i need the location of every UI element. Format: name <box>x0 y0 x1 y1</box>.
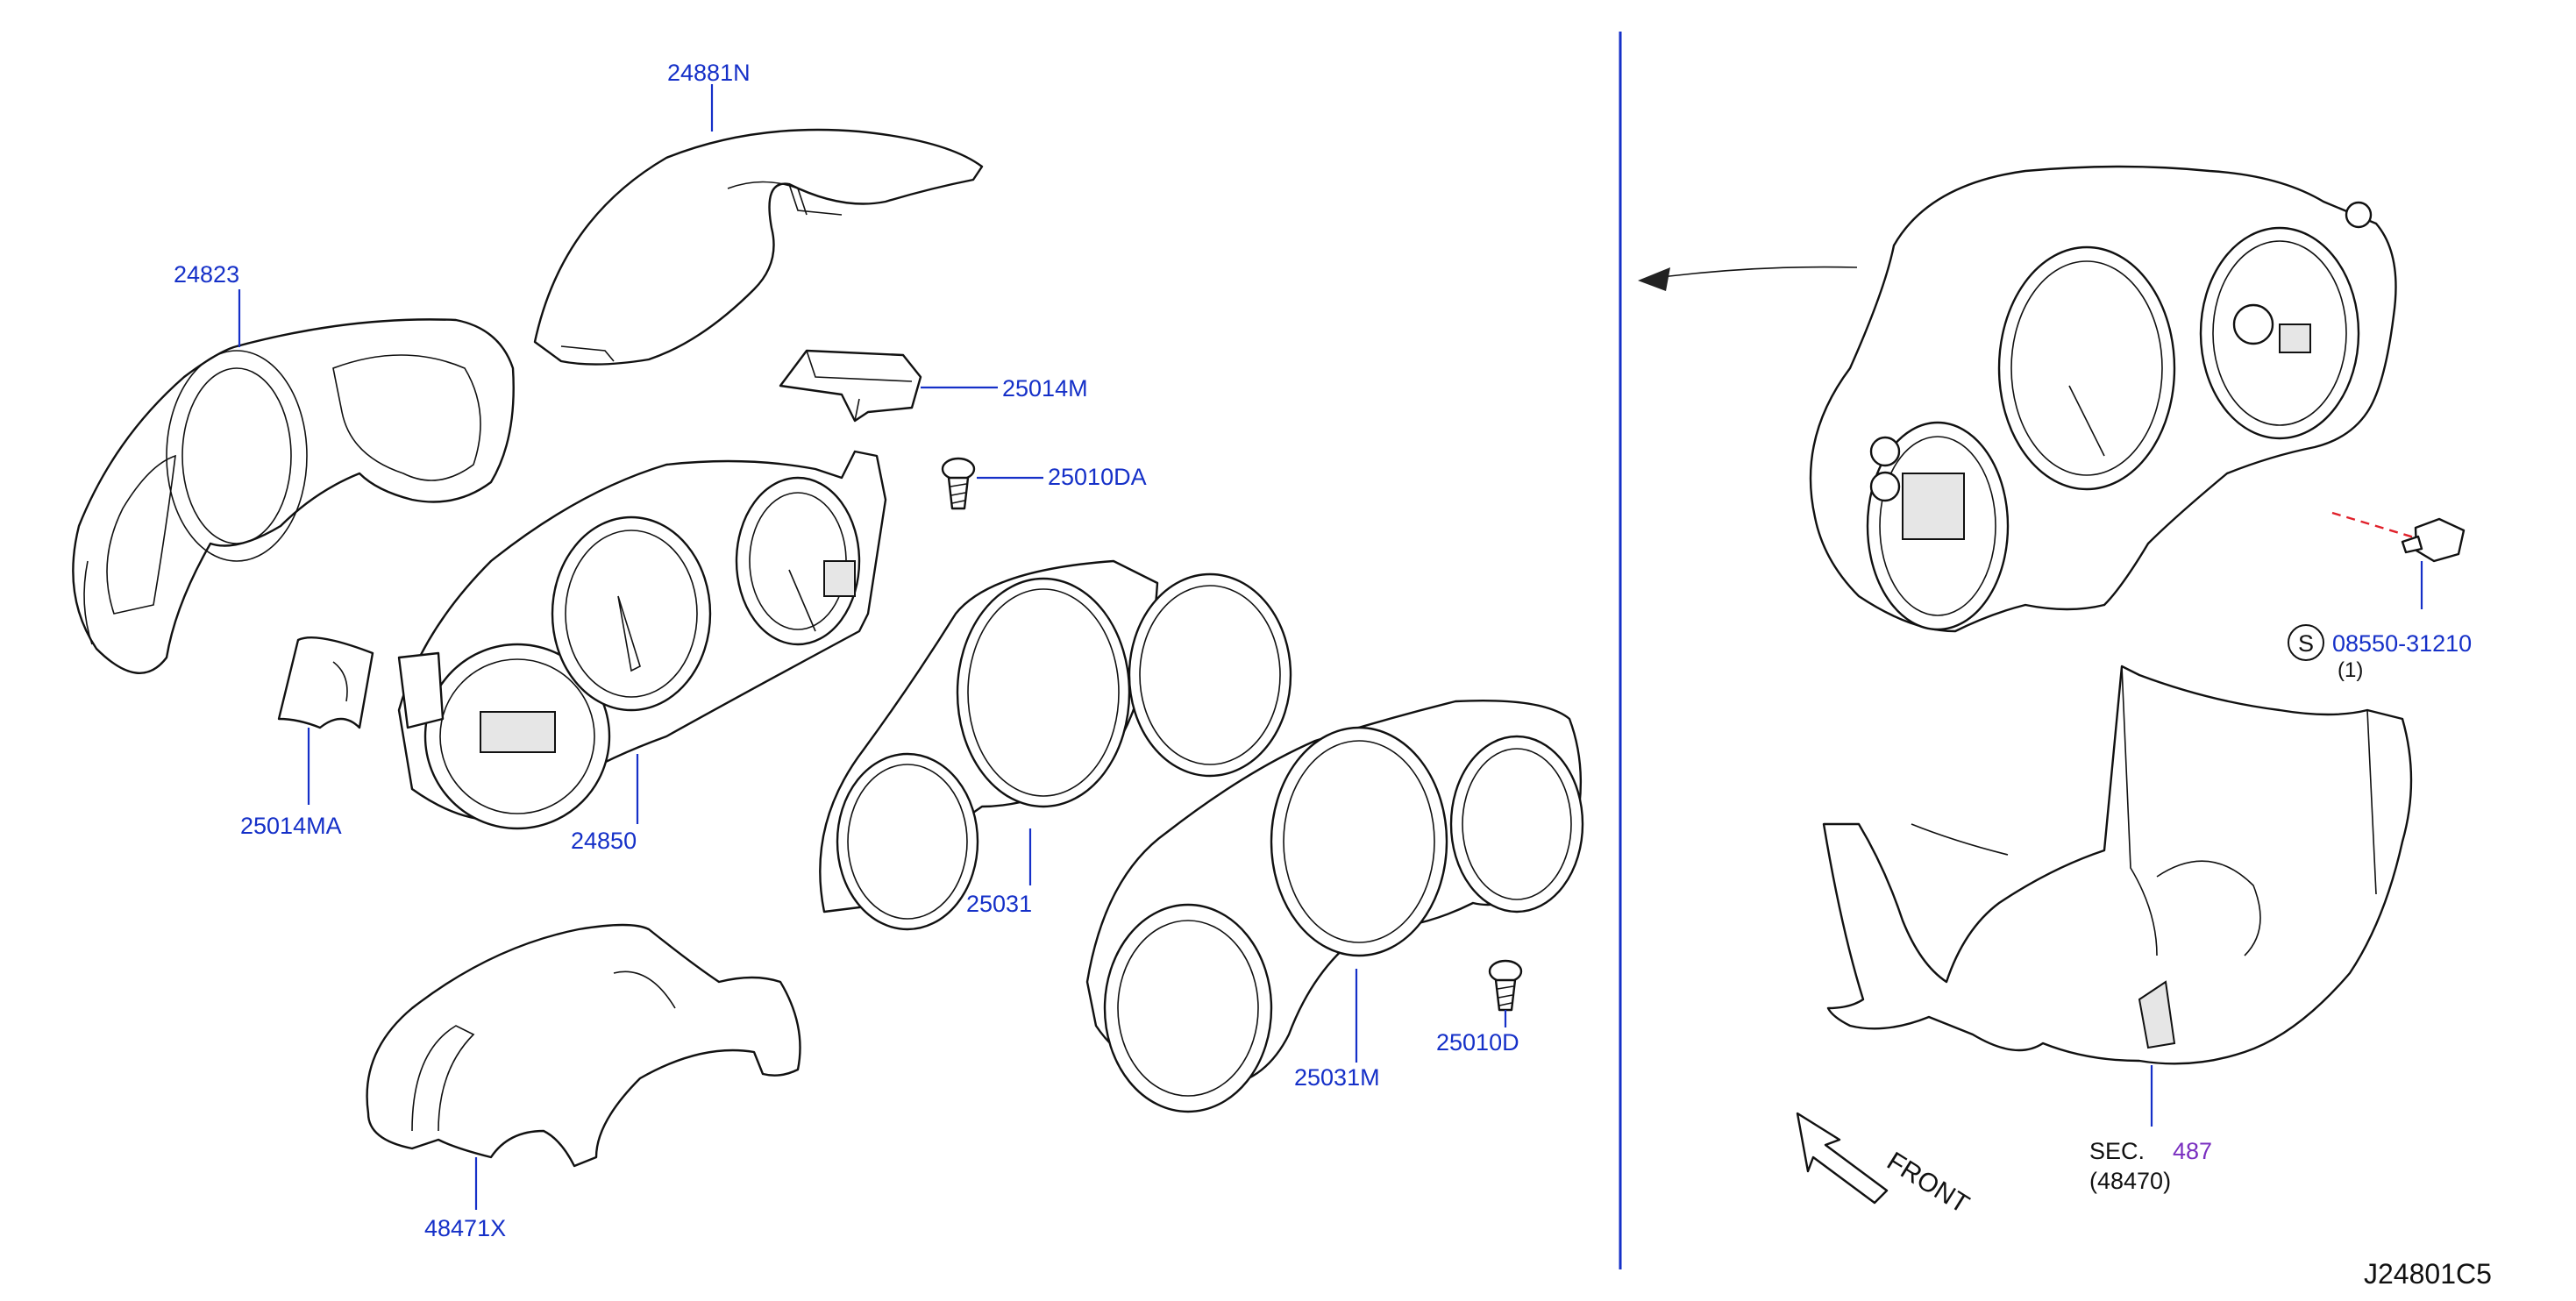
assembly-arrow <box>1638 266 1858 291</box>
section-487-cover[interactable] <box>1822 665 2413 1065</box>
front-arrow <box>1796 1112 1889 1205</box>
part-24881n-hood[interactable] <box>533 128 984 366</box>
part-25014ma-cover[interactable] <box>277 636 374 729</box>
label-25010d: 25010D <box>1436 1029 1519 1056</box>
label-24881n: 24881N <box>667 60 751 86</box>
part-25031m-mask[interactable] <box>1085 699 1584 1113</box>
part-25014m-bracket[interactable] <box>779 349 922 423</box>
diagram-id: J24801C5 <box>2364 1258 2492 1290</box>
label-25031m: 25031M <box>1294 1064 1380 1091</box>
front-label: FRONT <box>1882 1147 1974 1219</box>
label-25014ma: 25014MA <box>240 813 342 839</box>
screw-dashed-line <box>2331 511 2421 541</box>
section-sub: (48470) <box>2089 1168 2171 1194</box>
screw-08550-31210[interactable] <box>2401 517 2466 563</box>
label-25014m: 25014M <box>1002 375 1088 402</box>
part-48471x-column-cover[interactable] <box>366 923 801 1168</box>
section-prefix: SEC. <box>2089 1138 2145 1164</box>
part-24850-cluster[interactable] <box>397 450 887 830</box>
part-25031-lens[interactable] <box>819 559 1292 931</box>
screw-symbol: S <box>2298 630 2314 657</box>
screw-symbol-circle <box>2288 624 2324 661</box>
label-25010da: 25010DA <box>1048 464 1147 490</box>
label-25031: 25031 <box>966 891 1032 917</box>
label-48471x: 48471X <box>424 1215 506 1241</box>
section-number: 487 <box>2173 1138 2212 1164</box>
part-24823-bezel[interactable] <box>72 318 515 674</box>
assembled-cluster <box>1809 165 2397 633</box>
screw-qty: (1) <box>2338 658 2363 682</box>
part-25010da-screw[interactable] <box>941 457 976 510</box>
label-24823: 24823 <box>174 261 239 288</box>
label-08550-31210: 08550-31210 <box>2332 630 2472 657</box>
label-24850: 24850 <box>571 828 637 854</box>
part-25010d-screw[interactable] <box>1488 959 1523 1012</box>
